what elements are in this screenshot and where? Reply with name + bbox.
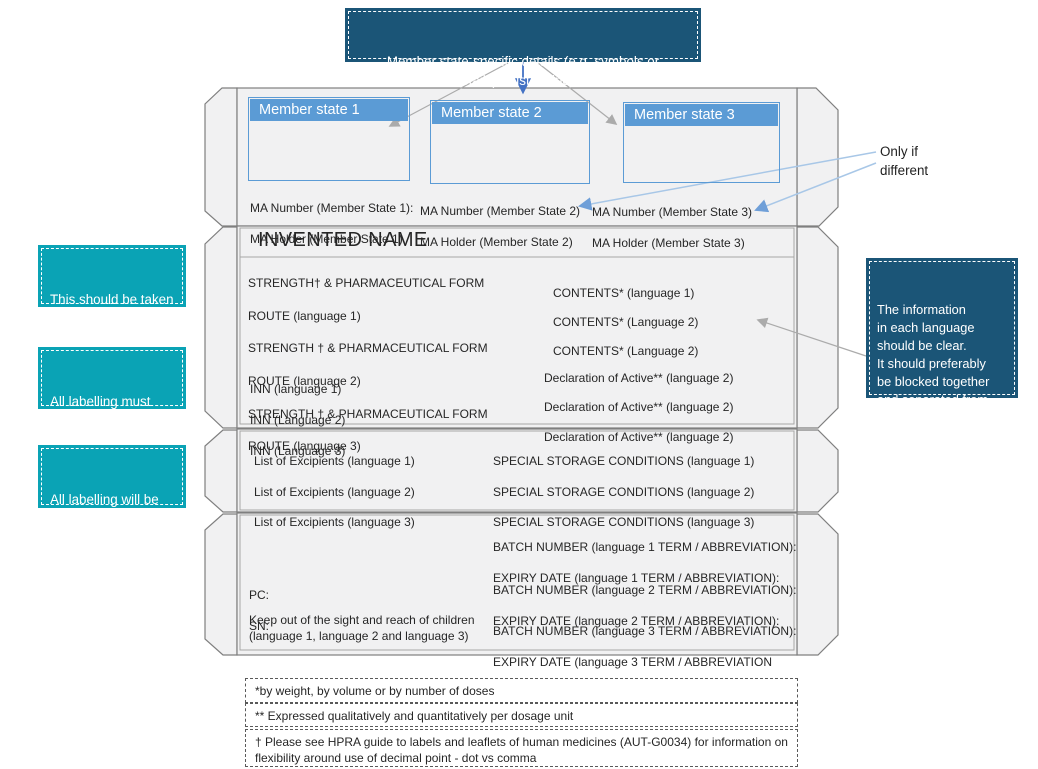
carton-flap bbox=[796, 87, 839, 227]
case-by-case-note-box: All labelling will be assessed on a case… bbox=[38, 445, 186, 544]
expiry-date-text: EXPIRY DATE (language 3 TERM / ABBREVIAT… bbox=[493, 655, 772, 670]
text-line: STRENGTH† & PHARMACEUTICAL FORM bbox=[248, 276, 485, 291]
footnote-double-asterisk: ** Expressed qualitatively and quantitat… bbox=[245, 703, 798, 727]
pc-sn-block: PC: SN: bbox=[249, 572, 269, 650]
text-line: ROUTE (language 1) bbox=[248, 308, 361, 323]
storage-block: SPECIAL STORAGE CONDITIONS (language 1) … bbox=[493, 439, 754, 546]
text-line: INN (language 1) bbox=[250, 381, 342, 396]
carton-flap bbox=[204, 226, 238, 429]
text-line: Declaration of Active** (language 2) bbox=[544, 370, 734, 385]
text-line: INN (Language 2) bbox=[250, 412, 346, 427]
keep-out-text: Keep out of the sight and reach of child… bbox=[249, 613, 475, 643]
member-state-header-3: Member state 3 bbox=[625, 104, 778, 126]
expiry-date-text: EXPIRY DATE (language 1 TERM / ABBREVIAT… bbox=[493, 571, 780, 586]
text-line: SPECIAL STORAGE CONDITIONS (language 1) bbox=[493, 454, 755, 469]
footnote-dagger: † Please see HPRA guide to labels and le… bbox=[245, 729, 798, 767]
ma-number-text: MA Number (Member State 2) bbox=[420, 203, 581, 218]
text-line: List of Excipients (language 1) bbox=[254, 454, 415, 469]
strength-route-block: STRENGTH† & PHARMACEUTICAL FORM ROUTE (l… bbox=[248, 259, 488, 471]
text-line: SPECIAL STORAGE CONDITIONS (language 3) bbox=[493, 515, 755, 530]
ma-number-text: MA Number (Member State 1): bbox=[250, 200, 414, 215]
pc-label: PC: bbox=[249, 587, 270, 602]
panel-excipients bbox=[236, 428, 798, 513]
text-line: CONTENTS* (Language 2) bbox=[553, 314, 699, 329]
text-line: ROUTE (language 3) bbox=[248, 439, 361, 454]
member-state-header-1: Member state 1 bbox=[250, 99, 408, 121]
ma-block-1: MA Number (Member State 1): MA Holder (M… bbox=[250, 185, 413, 263]
member-state-note-box: Member state-specific details (e.g. symb… bbox=[345, 8, 701, 88]
member-state-note-text: Member state-specific details (e.g. symb… bbox=[360, 54, 686, 88]
excipients-block: List of Excipients (language 1) List of … bbox=[254, 439, 415, 546]
footnote-asterisk: *by weight, by volume or by number of do… bbox=[245, 678, 798, 703]
expiry-date-text: EXPIRY DATE (language 2 TERM / ABBREVIAT… bbox=[493, 614, 780, 629]
inn-block: INN (language 1) INN (Language 2) INN (L… bbox=[250, 366, 345, 475]
declaration-block: Declaration of Active** (language 2) Dec… bbox=[544, 356, 733, 460]
text-line: SPECIAL STORAGE CONDITIONS (language 2) bbox=[493, 484, 755, 499]
language-note-arrow bbox=[756, 317, 867, 357]
case-by-case-note-text: All labelling will be assessed on a case… bbox=[50, 492, 169, 544]
inner-box-main bbox=[239, 227, 795, 425]
text-line: Declaration of Active** (language 2) bbox=[544, 429, 734, 444]
member-state-box-1: Member state 1 bbox=[248, 97, 410, 181]
gray-arrow-to-ms3 bbox=[537, 62, 618, 125]
language-clarity-note-box: The information in each language should … bbox=[866, 258, 1018, 425]
carton-flap bbox=[796, 429, 839, 513]
ma-number-text: MA Number (Member State 3) bbox=[592, 204, 753, 219]
batch-expiry-block-2: BATCH NUMBER (language 2 TERM / ABBREVIA… bbox=[493, 567, 796, 646]
inner-box-excipients bbox=[239, 430, 795, 511]
batch-number-text: BATCH NUMBER (language 2 TERM / ABBREVIA… bbox=[493, 582, 797, 597]
guide-only-note-text: This should be taken as a guide only. bbox=[50, 292, 174, 326]
carton-flap bbox=[204, 513, 238, 656]
text-line: STRENGTH † & PHARMACEUTICAL FORM bbox=[248, 406, 488, 421]
text-line: Declaration of Active** (language 2) bbox=[544, 400, 734, 415]
ma-holder-text: MA Holder (Member State 3) bbox=[592, 235, 745, 250]
text-line: ROUTE (language 2) bbox=[248, 374, 361, 389]
text-line: CONTENTS* (language 1) bbox=[553, 285, 695, 300]
member-state-box-3: Member state 3 bbox=[623, 102, 780, 183]
inner-label-boxes bbox=[239, 227, 795, 651]
panel-batch bbox=[236, 512, 798, 656]
text-line: CONTENTS* (Language 2) bbox=[553, 343, 699, 358]
text-line: STRENGTH † & PHARMACEUTICAL FORM bbox=[248, 341, 488, 356]
contents-block: CONTENTS* (language 1) CONTENTS* (Langua… bbox=[553, 271, 698, 373]
text-line: List of Excipients (language 2) bbox=[254, 484, 415, 499]
text-line: INN (Language 3) bbox=[250, 443, 346, 458]
guide-only-note-box: This should be taken as a guide only. bbox=[38, 245, 186, 326]
text-line: List of Excipients (language 3) bbox=[254, 515, 415, 530]
ma-holder-text: MA Holder (Member State 1) bbox=[250, 231, 403, 246]
batch-number-text: BATCH NUMBER (language 3 TERM / ABBREVIA… bbox=[493, 623, 797, 638]
sn-label: SN: bbox=[249, 618, 270, 633]
ma-block-2: MA Number (Member State 2) MA Holder (Me… bbox=[420, 188, 580, 266]
inner-box-batch bbox=[239, 514, 795, 651]
member-state-header-2: Member state 2 bbox=[432, 102, 588, 124]
member-state-box-2: Member state 2 bbox=[430, 100, 590, 184]
carton-flap bbox=[204, 429, 238, 513]
only-if-arrow-ms2 bbox=[578, 151, 877, 211]
only-if-arrow-ms3 bbox=[754, 162, 877, 213]
only-if-different-note: Only if different bbox=[880, 144, 929, 178]
batch-expiry-block-3: BATCH NUMBER (language 3 TERM / ABBREVIA… bbox=[493, 608, 796, 687]
qrd-note-text: All labelling must comply with QRD requi… bbox=[50, 394, 154, 446]
carton-flap bbox=[796, 513, 839, 656]
language-clarity-note-text: The information in each language should … bbox=[877, 302, 990, 425]
batch-number-text: BATCH NUMBER (language 1 TERM / ABBREVIA… bbox=[493, 539, 797, 554]
carton-flap bbox=[796, 226, 839, 429]
invented-name-title: INVENTED NAME bbox=[258, 229, 428, 251]
ma-holder-text: MA Holder (Member State 2) bbox=[420, 234, 573, 249]
qrd-note-box: All labelling must comply with QRD requi… bbox=[38, 347, 186, 446]
ma-block-3: MA Number (Member State 3) MA Holder (Me… bbox=[592, 189, 752, 267]
panel-main-label bbox=[236, 225, 798, 429]
batch-expiry-block-1: BATCH NUMBER (language 1 TERM / ABBREVIA… bbox=[493, 524, 796, 603]
carton-flap bbox=[204, 87, 238, 227]
